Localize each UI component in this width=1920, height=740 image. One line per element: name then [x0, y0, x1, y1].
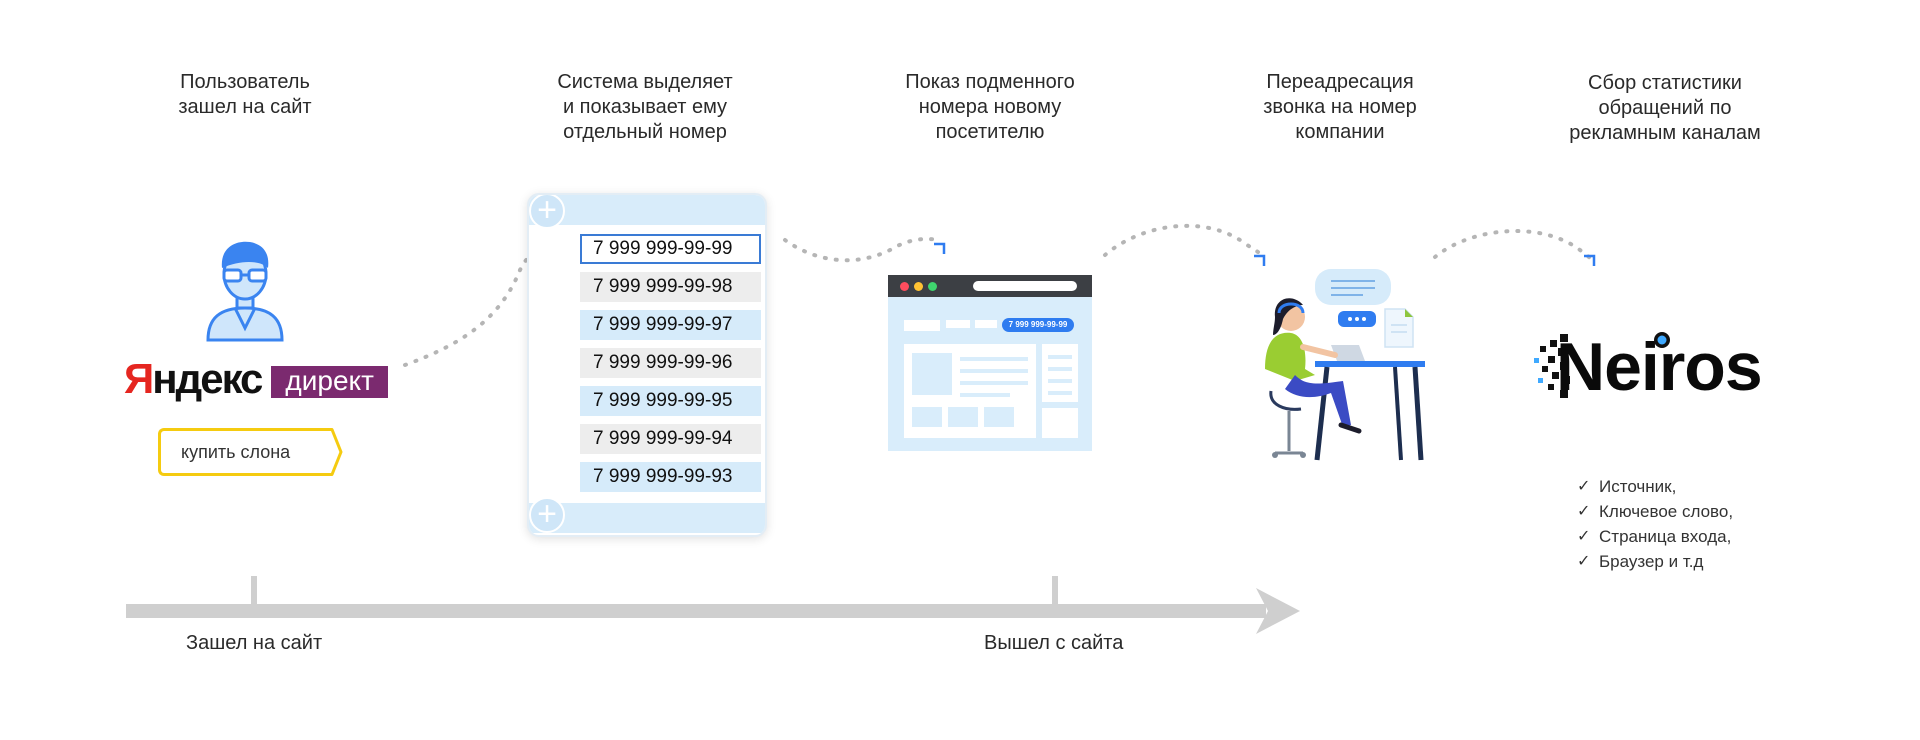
- step-label-show-number: Показ подменного номера новому посетител…: [905, 71, 1075, 143]
- timeline-bar: [126, 604, 1266, 618]
- substituted-number-badge: 7 999 999-99-99: [1002, 318, 1074, 332]
- browser-address-bar: [973, 281, 1077, 291]
- maximize-dot-icon: [928, 282, 937, 291]
- search-query-tag: купить слона: [158, 428, 326, 476]
- step-label-call-forwarding: Переадресация звонка на номер компании: [1263, 71, 1417, 143]
- step-label-system-assigns-number: Система выделяет и показывает ему отдель…: [557, 71, 733, 143]
- phone-number-row: 7 999 999-99-96: [580, 348, 761, 378]
- neiros-logo-dot-icon: [1654, 332, 1670, 348]
- yandex-direct-logo: Яндекс директ: [124, 355, 388, 403]
- phone-number-pool: + + 7 999 999-99-99 7 999 999-99-98 7 99…: [527, 193, 767, 537]
- timeline-arrow-head-icon: [1256, 588, 1300, 634]
- timeline-label-enter: Зашел на сайт: [186, 632, 323, 654]
- yandex-logo-text: Яндекс: [124, 355, 263, 402]
- checklist-item: ✓Страница входа,: [1577, 524, 1733, 549]
- checklist-item: ✓Ключевое слово,: [1577, 499, 1733, 524]
- phone-number-row: 7 999 999-99-97: [580, 310, 761, 340]
- search-query-tag-tip: [320, 428, 343, 476]
- checklist-item: ✓Браузер и т.д: [1577, 549, 1733, 574]
- direct-badge: директ: [271, 366, 388, 398]
- timeline-tick-exit: [1052, 576, 1058, 608]
- checklist-item: ✓Источник,: [1577, 474, 1733, 499]
- minimize-dot-icon: [914, 282, 923, 291]
- timeline-tick-enter: [251, 576, 257, 608]
- close-dot-icon: [900, 282, 909, 291]
- check-icon: ✓: [1577, 553, 1591, 570]
- check-icon: ✓: [1577, 503, 1591, 520]
- phone-number-row: 7 999 999-99-98: [580, 272, 761, 302]
- list-top-band: [529, 195, 765, 225]
- plus-icon: +: [529, 497, 565, 533]
- step-label-user-visited: Пользователь зашел на сайт: [178, 71, 312, 118]
- check-icon: ✓: [1577, 528, 1591, 545]
- statistics-checklist: ✓Источник, ✓Ключевое слово, ✓Страница вх…: [1577, 474, 1733, 574]
- neiros-logo-pixel-icon: [1534, 334, 1570, 398]
- check-icon: ✓: [1577, 478, 1591, 495]
- phone-number-row: 7 999 999-99-93: [580, 462, 761, 492]
- phone-number-row: 7 999 999-99-94: [580, 424, 761, 454]
- step-label-statistics: Сбор статистики обращений по рекламным к…: [1569, 72, 1761, 144]
- user-avatar-icon: [206, 241, 284, 342]
- timeline-label-exit: Вышел с сайта: [984, 632, 1124, 654]
- browser-titlebar: [888, 275, 1092, 297]
- list-bottom-band: [529, 503, 765, 533]
- browser-window-illustration: 7 999 999-99-99: [888, 275, 1092, 451]
- phone-number-row: 7 999 999-99-95: [580, 386, 761, 416]
- call-operator-illustration: [1265, 269, 1425, 461]
- plus-icon: +: [529, 195, 565, 229]
- phone-number-selected: 7 999 999-99-99: [580, 234, 761, 264]
